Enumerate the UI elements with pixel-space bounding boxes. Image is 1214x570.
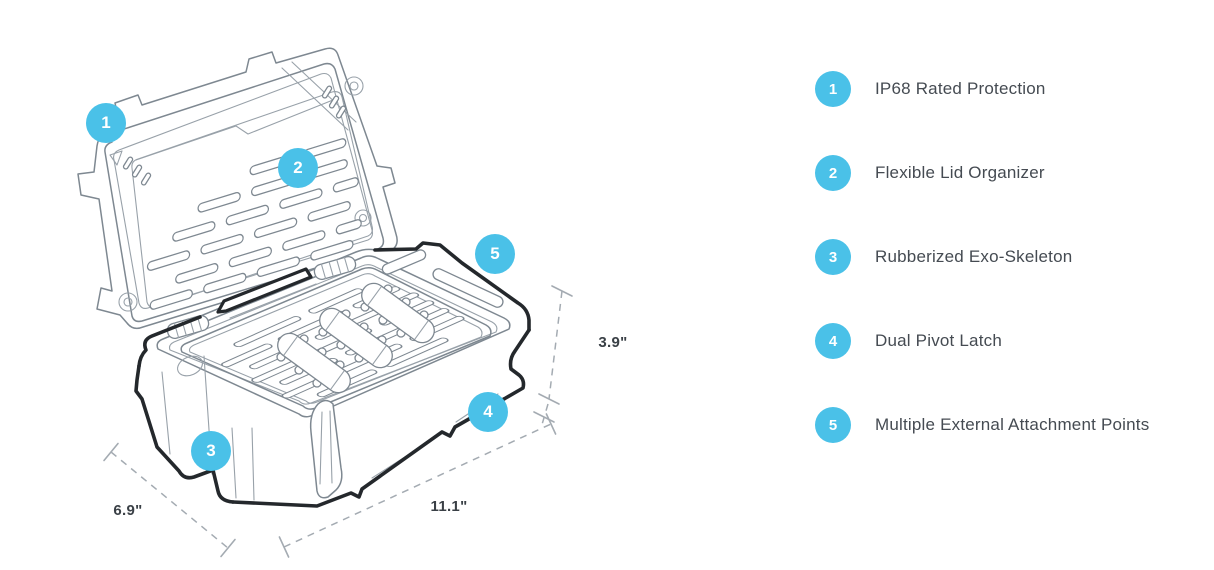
case-diagram: 1 2 3 4 5 6.9" 11.1" 3.9" [77,47,628,558]
legend-badge-2: 2 [815,155,851,191]
legend-item-4: 4 Dual Pivot Latch [815,323,1149,359]
dimension-label-depth: 6.9" [113,502,143,519]
legend-badge-1: 1 [815,71,851,107]
legend-badge-5: 5 [815,407,851,443]
legend-item-1: 1 IP68 Rated Protection [815,71,1149,107]
diagram-callout-badge-1: 1 [86,103,126,143]
latch [309,399,343,499]
legend-badge-3: 3 [815,239,851,275]
case-line-art [77,47,573,558]
diagram-callout-badge-5: 5 [475,234,515,274]
legend-item-2: 2 Flexible Lid Organizer [815,155,1149,191]
hinge-knuckle [166,315,210,339]
lid-corner-vents [122,85,347,186]
tray-straps [277,282,435,394]
dimension-label-length: 11.1" [430,498,468,515]
legend-label-1: IP68 Rated Protection [875,79,1046,98]
lid-seal-gap [216,267,313,314]
diagram-callout-badge-2: 2 [278,148,318,188]
diagram-callout-badge-4: 4 [468,392,508,432]
legend-label-5: Multiple External Attachment Points [875,415,1150,434]
hinge-knuckle [313,256,357,280]
dimension-lines [103,285,573,558]
dimension-label-height: 3.9" [598,334,628,351]
diagram-callout-badge-3: 3 [191,431,231,471]
feature-legend: 1 IP68 Rated Protection 2 Flexible Lid O… [815,71,1149,491]
legend-badge-4: 4 [815,323,851,359]
lid-vent-slots [146,138,362,310]
legend-item-3: 3 Rubberized Exo-Skeleton [815,239,1149,275]
legend-label-4: Dual Pivot Latch [875,331,1002,350]
legend-item-5: 5 Multiple External Attachment Points [815,407,1149,443]
legend-label-2: Flexible Lid Organizer [875,163,1045,182]
legend-label-3: Rubberized Exo-Skeleton [875,247,1073,266]
